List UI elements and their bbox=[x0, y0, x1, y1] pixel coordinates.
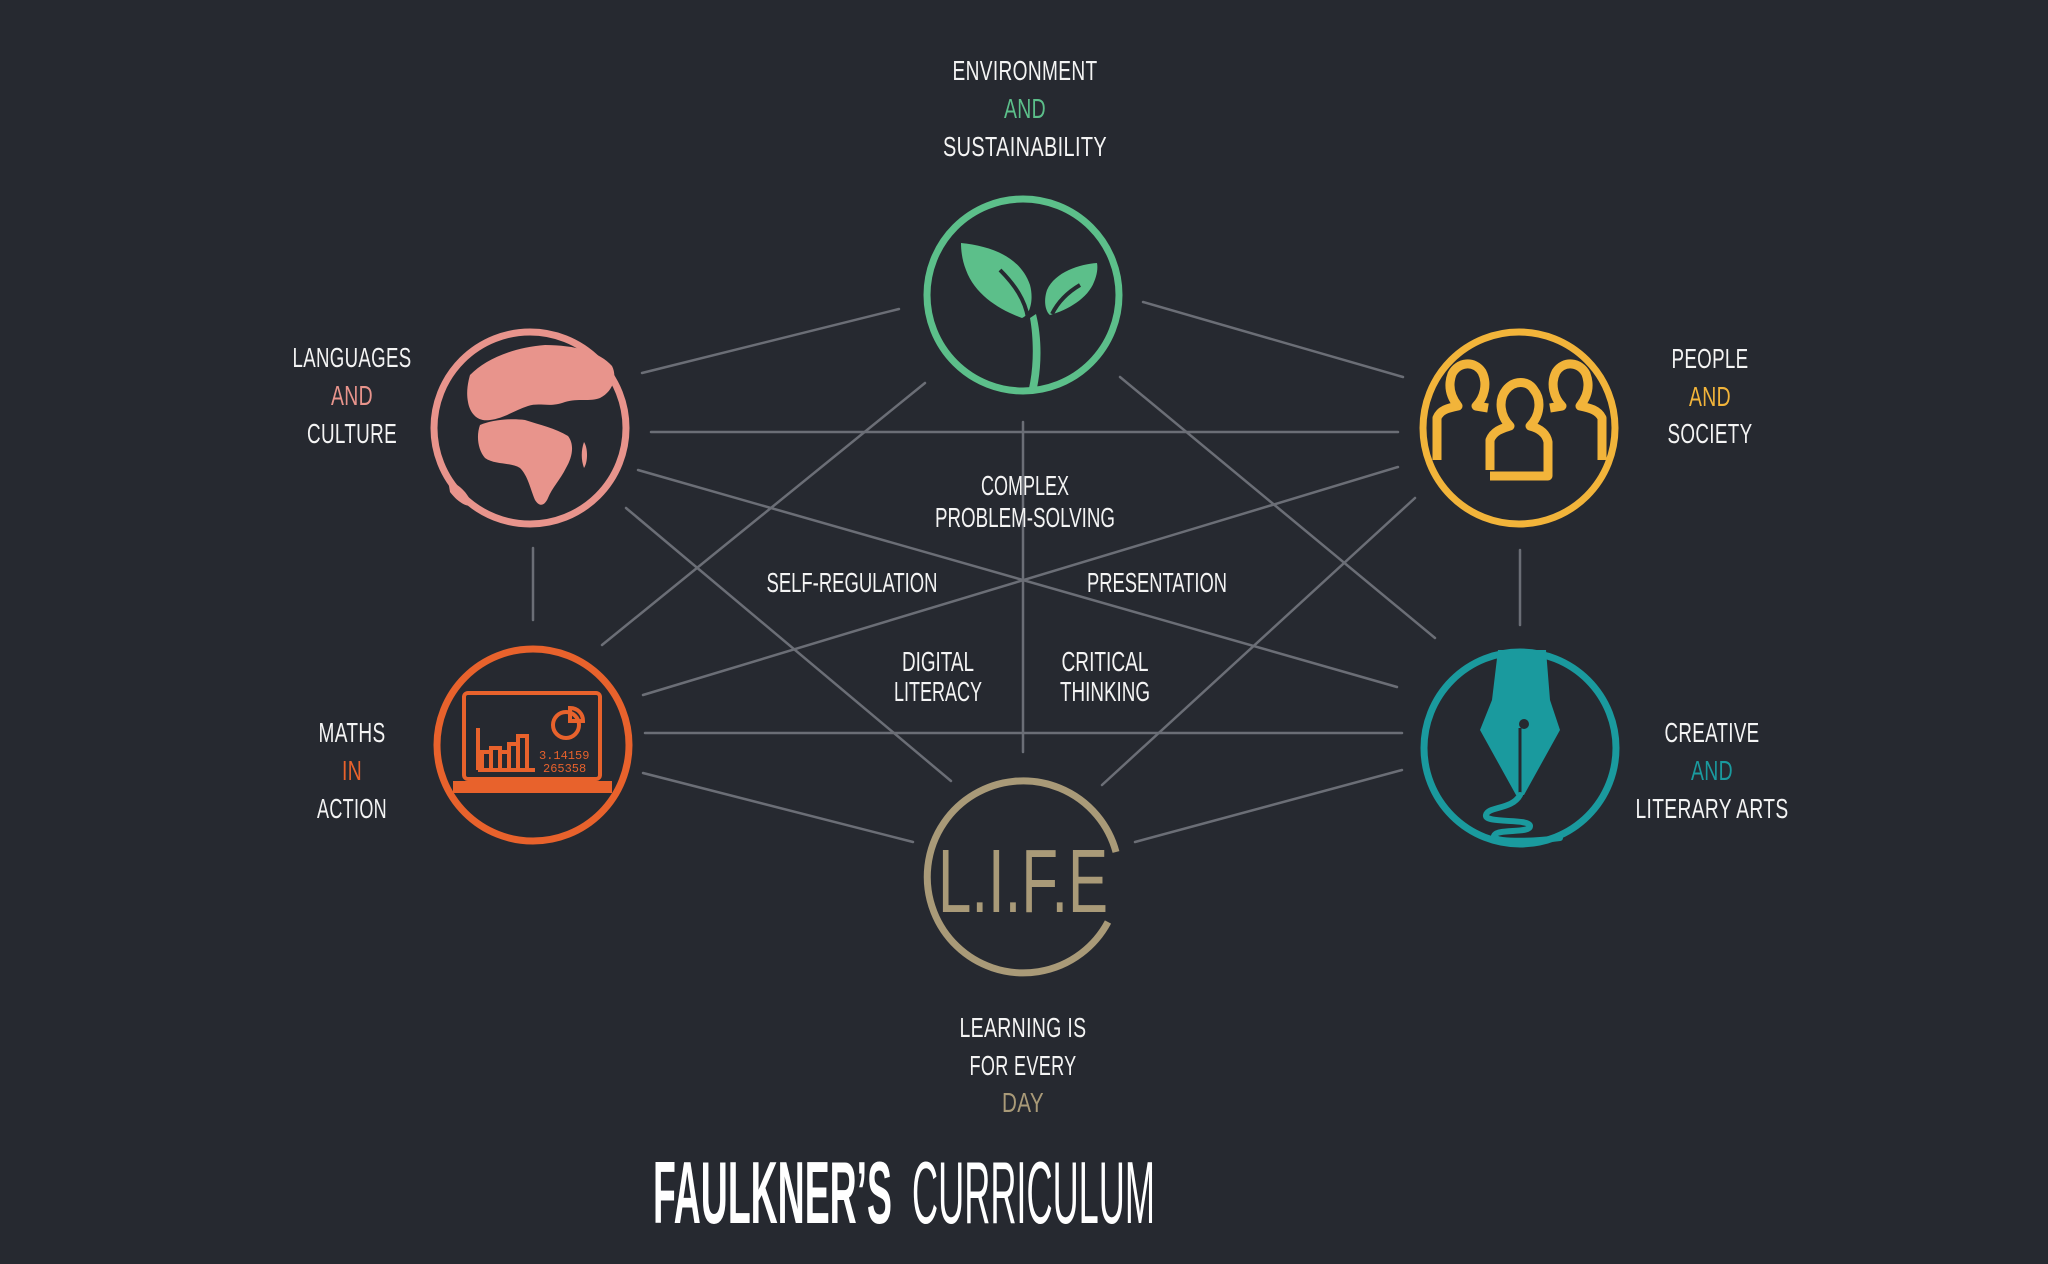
leaf-vein bbox=[998, 268, 1030, 319]
creative-label-line2: AND bbox=[1691, 755, 1733, 786]
connector-people-life bbox=[1100, 496, 1417, 787]
fountain-pen-icon bbox=[1480, 650, 1563, 844]
languages-label-line1: LANGUAGES bbox=[293, 342, 412, 373]
creative-label-line1: CREATIVE bbox=[1665, 717, 1760, 748]
maths-ring bbox=[433, 645, 633, 845]
node-languages[interactable]: LANGUAGES AND CULTURE bbox=[293, 328, 630, 528]
languages-label-line3: CULTURE bbox=[307, 418, 397, 449]
skill-critical-line2: THINKING bbox=[1060, 676, 1150, 707]
people-group-icon bbox=[1432, 359, 1607, 481]
skill-presentation: PRESENTATION bbox=[1087, 567, 1227, 598]
skill-digital-line1: DIGITAL bbox=[902, 646, 974, 677]
connector-languages-environment bbox=[640, 307, 901, 375]
life-label-line1: LEARNING IS bbox=[960, 1012, 1087, 1043]
skill-digital-line2: LITERACY bbox=[894, 676, 982, 707]
connector-environment-people bbox=[1141, 300, 1405, 379]
node-maths[interactable]: 3.14159 265358 MATHS IN ACTION bbox=[317, 645, 633, 845]
connector-lines bbox=[531, 300, 1522, 844]
node-people[interactable]: PEOPLE AND SOCIETY bbox=[1419, 328, 1753, 528]
maths-screen-number-2: 265358 bbox=[543, 762, 586, 776]
globe-icon bbox=[448, 345, 615, 506]
environment-ring bbox=[923, 195, 1123, 395]
connector-maths-people bbox=[641, 465, 1400, 697]
languages-ring bbox=[430, 328, 630, 528]
maths-screen-number-1: 3.14159 bbox=[539, 749, 589, 763]
life-ring bbox=[923, 777, 1120, 977]
connector-maths-life bbox=[641, 771, 915, 844]
life-label-line2: FOR EVERY bbox=[970, 1050, 1077, 1081]
skill-self-regulation: SELF-REGULATION bbox=[767, 567, 938, 598]
life-label-line3: DAY bbox=[1002, 1087, 1044, 1118]
people-label-line2: AND bbox=[1689, 381, 1731, 412]
connector-environment-creative bbox=[1118, 375, 1437, 640]
environment-label-line1: ENVIRONMENT bbox=[953, 55, 1098, 86]
leaf-vein bbox=[1050, 283, 1082, 315]
maths-label-line2: IN bbox=[342, 755, 362, 786]
skills: COMPLEX PROBLEM-SOLVING SELF-REGULATION … bbox=[767, 470, 1228, 707]
connector-languages-life bbox=[624, 506, 953, 783]
people-label-line3: SOCIETY bbox=[1668, 418, 1753, 449]
title-bold: FAULKNER’S bbox=[653, 1143, 892, 1242]
skill-complex-line1: COMPLEX bbox=[981, 470, 1069, 501]
environment-label-line2: AND bbox=[1004, 93, 1046, 124]
skill-critical-line1: CRITICAL bbox=[1062, 646, 1149, 677]
page-title: FAULKNER’S CURRICULUM bbox=[653, 1143, 1155, 1242]
laptop-chart-icon bbox=[453, 691, 612, 793]
node-creative[interactable]: CREATIVE AND LITERARY ARTS bbox=[1420, 648, 1789, 848]
people-ring bbox=[1419, 328, 1619, 528]
title-light: CURRICULUM bbox=[912, 1143, 1155, 1242]
creative-label-line3: LITERARY ARTS bbox=[1636, 793, 1789, 824]
people-label-line1: PEOPLE bbox=[1672, 343, 1749, 374]
life-logo-text: L.I.F.E bbox=[938, 832, 1108, 932]
node-life[interactable]: L.I.F.E LEARNING IS FOR EVERY DAY bbox=[923, 777, 1120, 1118]
maths-label-line3: ACTION bbox=[317, 793, 387, 824]
connector-life-creative bbox=[1133, 768, 1404, 844]
connector-environment-maths bbox=[600, 381, 927, 647]
maths-label-line1: MATHS bbox=[319, 717, 386, 748]
environment-label-line3: SUSTAINABILITY bbox=[943, 131, 1107, 162]
connector-languages-creative bbox=[636, 468, 1399, 689]
skill-complex-line2: PROBLEM-SOLVING bbox=[935, 502, 1115, 533]
languages-label-line2: AND bbox=[331, 380, 373, 411]
node-environment[interactable]: ENVIRONMENT AND SUSTAINABILITY bbox=[923, 55, 1123, 395]
